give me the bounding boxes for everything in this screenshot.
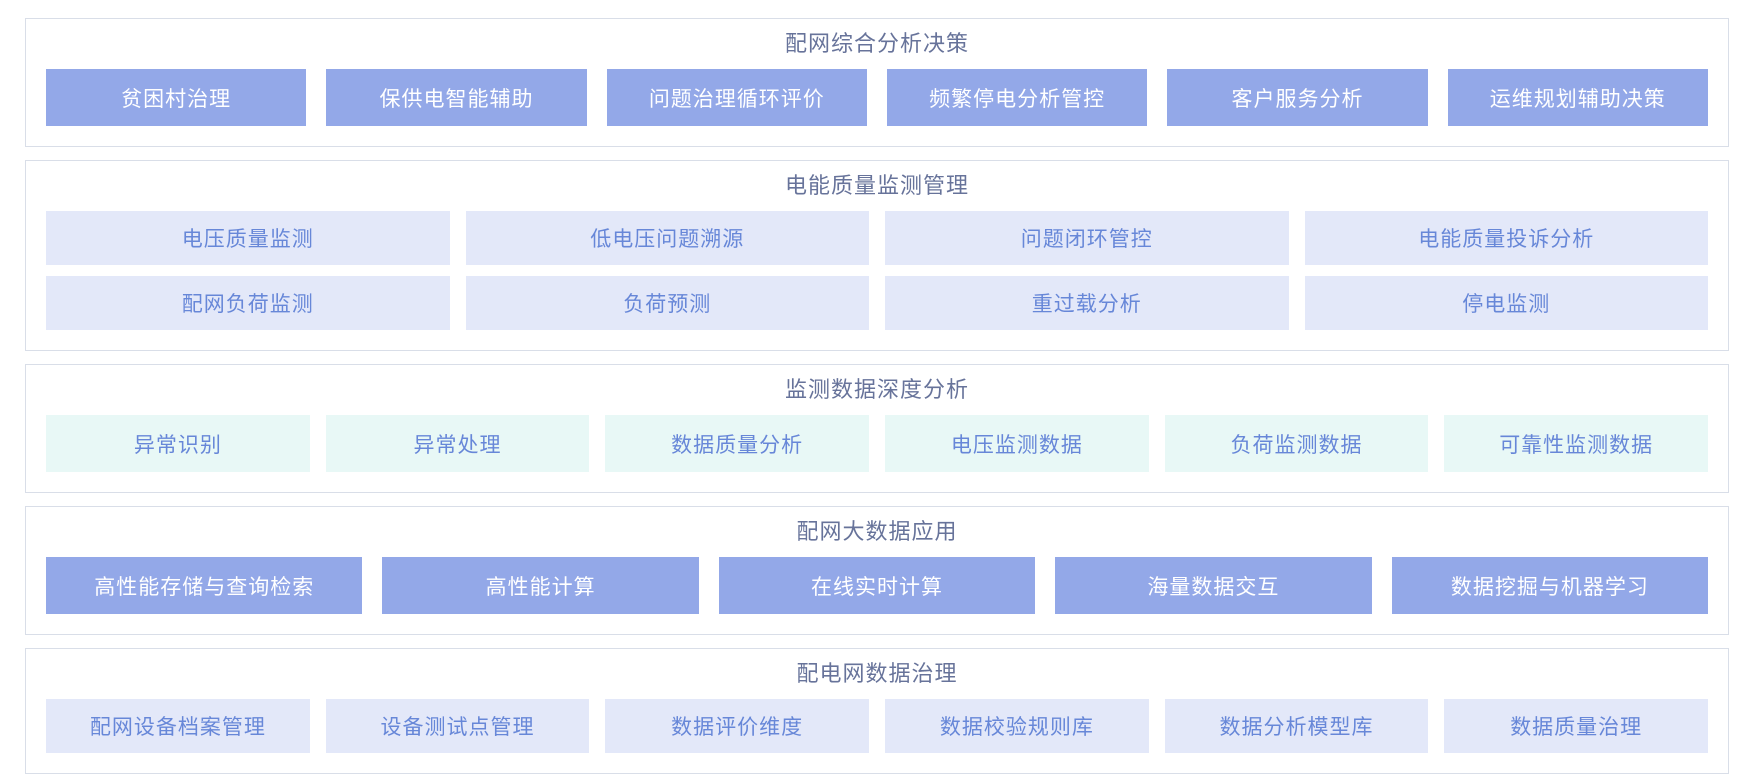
section-title: 配电网数据治理 — [796, 661, 958, 686]
tile-row: 高性能存储与查询检索高性能计算在线实时计算海量数据交互数据挖掘与机器学习 — [46, 557, 1709, 614]
module-tile[interactable]: 运维规划辅助决策 — [1447, 69, 1708, 126]
module-tile[interactable]: 重过载分析 — [885, 276, 1289, 330]
section-title: 配网大数据应用 — [796, 519, 958, 544]
module-tile[interactable]: 异常处理 — [325, 415, 590, 472]
section-title: 配网综合分析决策 — [784, 31, 969, 56]
tile-row: 电压质量监测低电压问题溯源问题闭环管控电能质量投诉分析 — [46, 211, 1708, 265]
module-tile[interactable]: 低电压问题溯源 — [465, 211, 869, 265]
section-card-5: 配电网数据治理配网设备档案管理设备测试点管理数据评价维度数据校验规则库数据分析模… — [25, 648, 1729, 774]
module-tile[interactable]: 高性能计算 — [382, 557, 699, 614]
module-tile[interactable]: 负荷监测数据 — [1164, 415, 1429, 472]
module-tile[interactable]: 数据校验规则库 — [885, 699, 1149, 753]
module-tile[interactable]: 数据质量分析 — [605, 415, 870, 472]
tile-row: 异常识别异常处理数据质量分析电压监测数据负荷监测数据可靠性监测数据 — [46, 415, 1709, 472]
module-tile[interactable]: 电压质量监测 — [46, 211, 450, 265]
section-card-2: 电能质量监测管理电压质量监测低电压问题溯源问题闭环管控电能质量投诉分析配网负荷监… — [25, 160, 1729, 351]
module-tile[interactable]: 客户服务分析 — [1167, 69, 1428, 126]
tile-row: 贫困村治理保供电智能辅助问题治理循环评价频繁停电分析管控客户服务分析运维规划辅助… — [46, 69, 1708, 126]
module-tile[interactable]: 配网负荷监测 — [46, 276, 450, 330]
module-tile[interactable]: 负荷预测 — [465, 276, 869, 330]
module-tile[interactable]: 数据挖掘与机器学习 — [1391, 557, 1709, 614]
module-tile[interactable]: 设备测试点管理 — [325, 699, 590, 753]
module-tile[interactable]: 保供电智能辅助 — [326, 69, 587, 126]
module-tile[interactable]: 电能质量投诉分析 — [1304, 211, 1708, 265]
module-tile[interactable]: 问题治理循环评价 — [606, 69, 867, 126]
tile-row: 配网设备档案管理设备测试点管理数据评价维度数据校验规则库数据分析模型库数据质量治… — [46, 699, 1709, 753]
module-tile[interactable]: 高性能存储与查询检索 — [46, 557, 363, 614]
module-tile[interactable]: 电压监测数据 — [885, 415, 1149, 472]
module-tile[interactable]: 可靠性监测数据 — [1444, 415, 1709, 472]
module-tile[interactable]: 数据分析模型库 — [1164, 699, 1429, 753]
section-card-3: 监测数据深度分析异常识别异常处理数据质量分析电压监测数据负荷监测数据可靠性监测数… — [25, 364, 1729, 493]
module-tile[interactable]: 贫困村治理 — [46, 69, 307, 126]
module-tile[interactable]: 频繁停电分析管控 — [886, 69, 1148, 126]
module-tile[interactable]: 数据评价维度 — [605, 699, 870, 753]
tile-row: 配网负荷监测负荷预测重过载分析停电监测 — [46, 276, 1708, 330]
module-tile[interactable]: 海量数据交互 — [1055, 557, 1372, 614]
section-title: 电能质量监测管理 — [784, 173, 969, 198]
section-title: 监测数据深度分析 — [784, 377, 969, 402]
section-card-4: 配网大数据应用高性能存储与查询检索高性能计算在线实时计算海量数据交互数据挖掘与机… — [25, 506, 1729, 635]
section-card-1: 配网综合分析决策贫困村治理保供电智能辅助问题治理循环评价频繁停电分析管控客户服务… — [25, 18, 1729, 147]
module-tile[interactable]: 数据质量治理 — [1444, 699, 1709, 753]
module-tile[interactable]: 配网设备档案管理 — [46, 699, 310, 753]
module-tile[interactable]: 在线实时计算 — [718, 557, 1036, 614]
module-tile[interactable]: 异常识别 — [46, 415, 310, 472]
architecture-diagram: 配网综合分析决策贫困村治理保供电智能辅助问题治理循环评价频繁停电分析管控客户服务… — [25, 18, 1729, 774]
module-tile[interactable]: 停电监测 — [1304, 276, 1708, 330]
module-tile[interactable]: 问题闭环管控 — [885, 211, 1289, 265]
